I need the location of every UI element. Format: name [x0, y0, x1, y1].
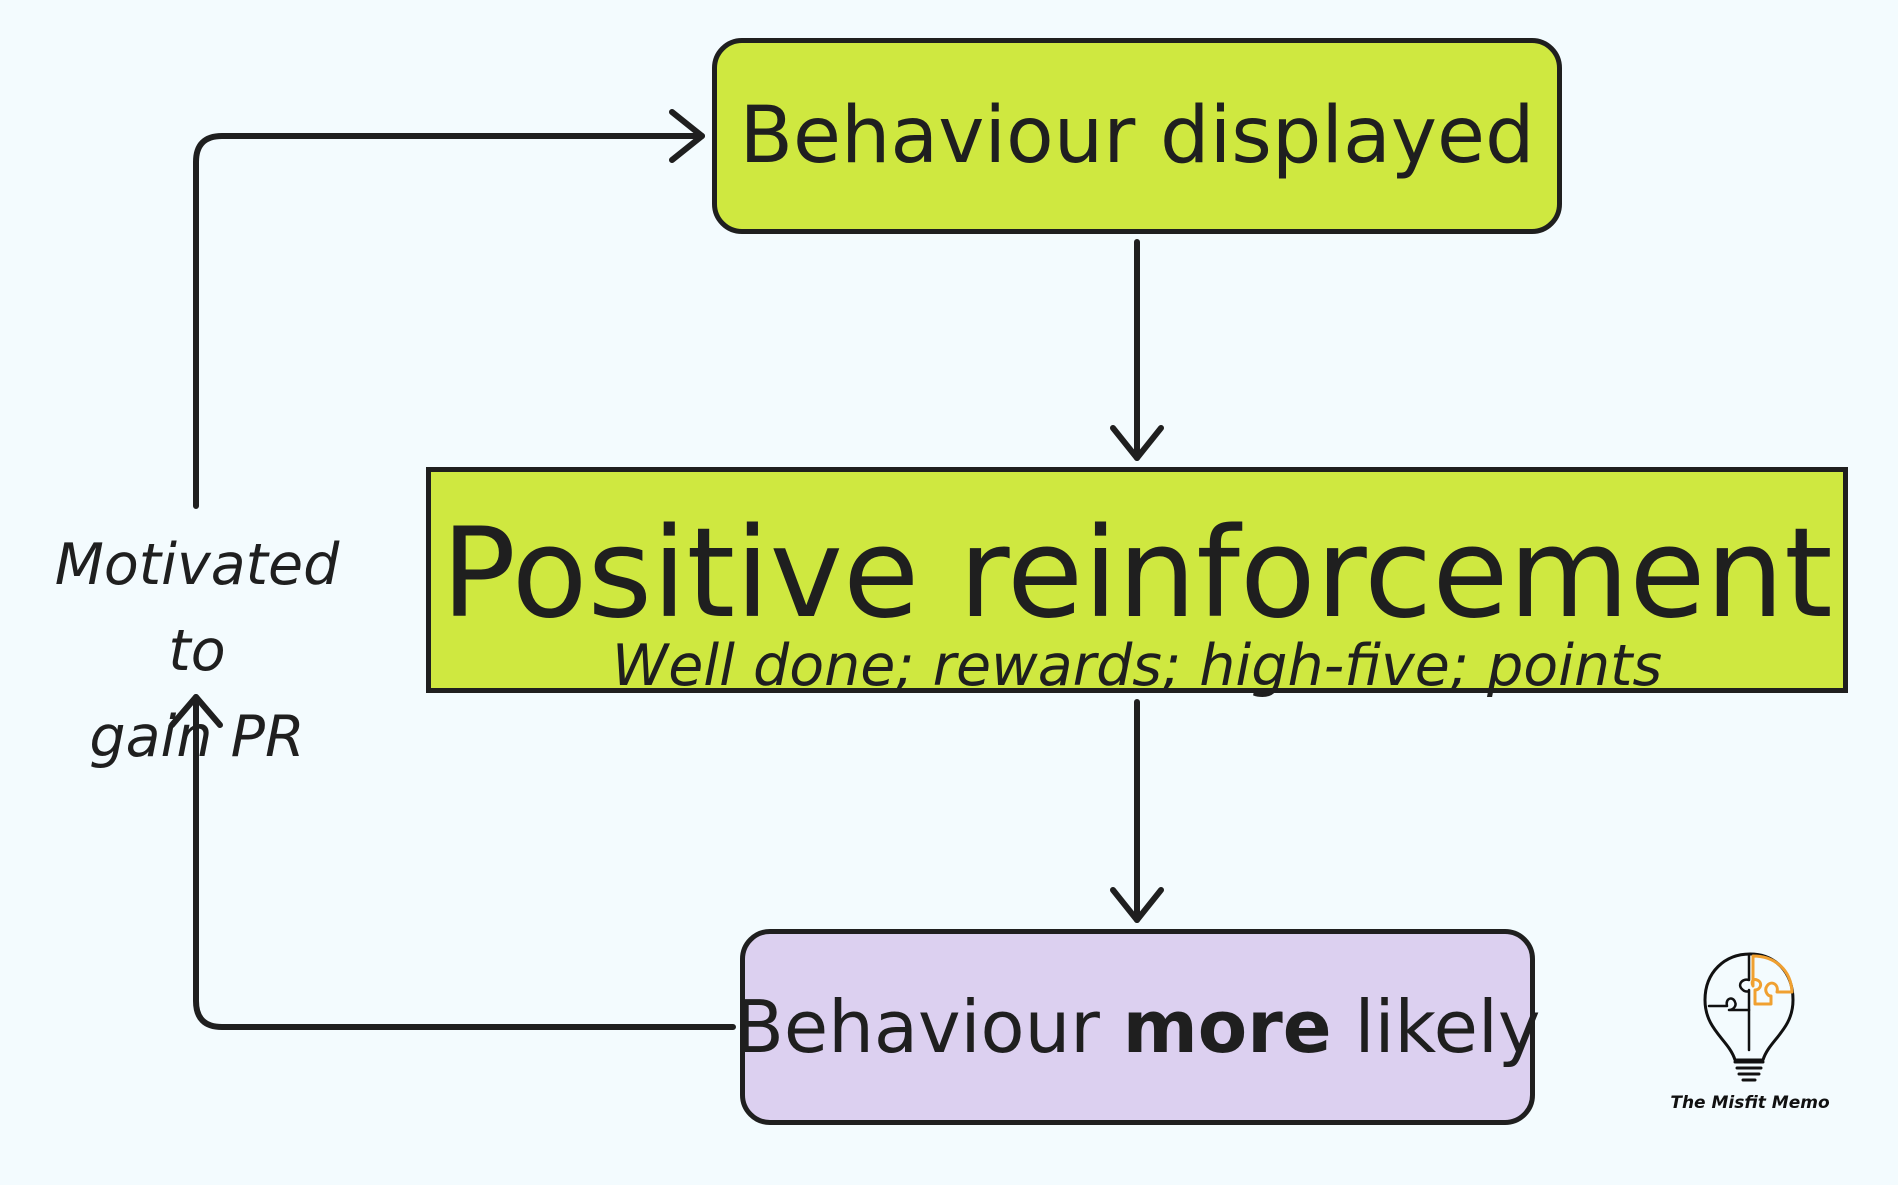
side-label-line-2: gain PR	[89, 704, 305, 770]
loop-label-to-displayed	[193, 133, 705, 509]
node-behaviour-displayed: Behaviour displayed	[712, 38, 1562, 234]
loop-likely-to-label-head	[169, 694, 223, 728]
node-behaviour-displayed-label: Behaviour displayed	[739, 91, 1535, 181]
lightbulb-puzzle-icon	[1703, 952, 1795, 1082]
node-likely-suffix: likely	[1331, 985, 1541, 1069]
loop-likely-to-label	[193, 694, 736, 1030]
loop-label-to-displayed-head	[669, 109, 705, 163]
node-positive-reinforcement: Positive reinforcement Well done; reward…	[426, 467, 1848, 699]
side-label-line-1: Motivated to	[54, 532, 340, 684]
node-behaviour-more-likely: Behaviour more likely	[735, 929, 1541, 1125]
node-positive-reinforcement-subtitle: Well done; rewards; high-five; points	[611, 633, 1663, 699]
node-positive-reinforcement-title: Positive reinforcement	[441, 502, 1833, 646]
logo: The Misfit Memo	[1665, 940, 1835, 1120]
logo-caption: The Misfit Memo	[1670, 1093, 1830, 1113]
node-likely-prefix: Behaviour	[734, 985, 1123, 1069]
node-likely-emphasis: more	[1122, 985, 1332, 1069]
arrow-pr-to-likely-head	[1110, 887, 1164, 923]
arrow-displayed-to-pr-head	[1110, 425, 1164, 461]
side-label-motivated: Motivated to gain PR	[18, 522, 376, 780]
